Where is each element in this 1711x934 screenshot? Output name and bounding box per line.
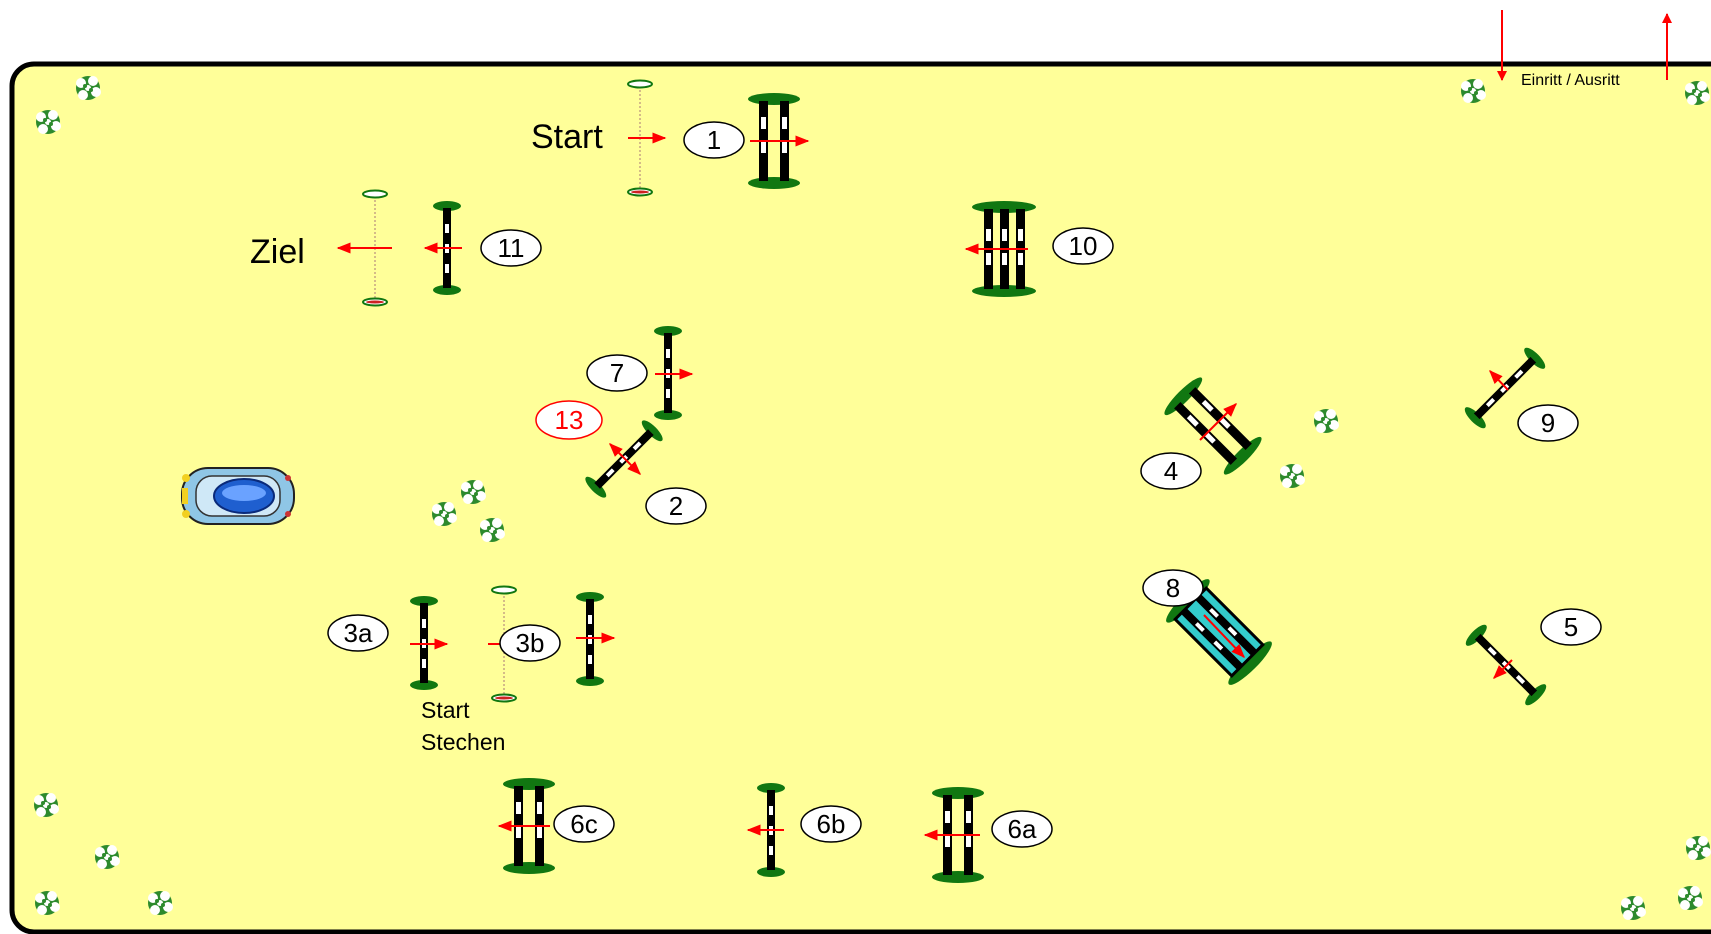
number-label-5: 5 (1540, 608, 1602, 646)
number-label-11: 11 (480, 229, 542, 267)
number-label-2: 2 (645, 487, 707, 525)
svg-text:6b: 6b (817, 809, 846, 839)
svg-text:10: 10 (1069, 231, 1098, 261)
svg-text:7: 7 (610, 358, 624, 388)
number-label-10: 10 (1052, 227, 1114, 265)
obstacle-4 (1160, 373, 1266, 479)
number-label-6a: 6a (991, 810, 1053, 848)
svg-text:9: 9 (1541, 408, 1555, 438)
svg-text:3a: 3a (344, 618, 373, 648)
start-gate (627, 79, 667, 197)
obstacle-1 (748, 93, 810, 189)
obstacle-6b (746, 783, 785, 877)
svg-text:11: 11 (498, 233, 525, 263)
number-label-6c: 6c (553, 805, 615, 843)
arrow-icon (1203, 614, 1245, 659)
jumpoff-label-line1: Start (421, 697, 470, 723)
obstacle-7 (654, 326, 694, 420)
number-label-3a: 3a (327, 614, 389, 652)
number-label-4: 4 (1140, 452, 1202, 490)
start-label: Start (531, 118, 603, 156)
arena-ground (9, 61, 1711, 934)
entrance-label: Einritt / Ausritt (1521, 72, 1620, 89)
obstacle-6c (497, 778, 555, 874)
number-label-3b: 3b (499, 624, 561, 662)
obstacle-5 (1462, 621, 1550, 709)
number-label-7: 7 (586, 354, 648, 392)
svg-text:6c: 6c (570, 809, 597, 839)
svg-text:3b: 3b (516, 628, 545, 658)
finish-label: Ziel (250, 233, 305, 271)
obstacle-3b (576, 592, 616, 686)
finish-gate (336, 189, 392, 307)
obstacle-6a (923, 787, 984, 883)
svg-text:5: 5 (1564, 612, 1578, 642)
svg-text:4: 4 (1164, 456, 1178, 486)
number-label-13: 13 (535, 400, 603, 440)
obstacle-3a (410, 596, 449, 690)
jumpoff-label-line2: Stechen (421, 729, 505, 755)
number-label-1: 1 (683, 121, 745, 159)
car-icon (181, 467, 295, 525)
obstacle-2 (582, 417, 666, 501)
obstacle-9 (1461, 344, 1549, 432)
number-label-8: 8 (1142, 569, 1204, 607)
svg-text:8: 8 (1166, 573, 1180, 603)
svg-text:6a: 6a (1008, 814, 1037, 844)
svg-text:1: 1 (707, 125, 721, 155)
obstacle-11 (423, 201, 462, 295)
svg-text:13: 13 (555, 405, 584, 435)
number-label-9: 9 (1517, 404, 1579, 442)
number-label-6b: 6b (800, 805, 862, 843)
obstacle-10 (964, 201, 1036, 297)
svg-text:2: 2 (669, 491, 683, 521)
